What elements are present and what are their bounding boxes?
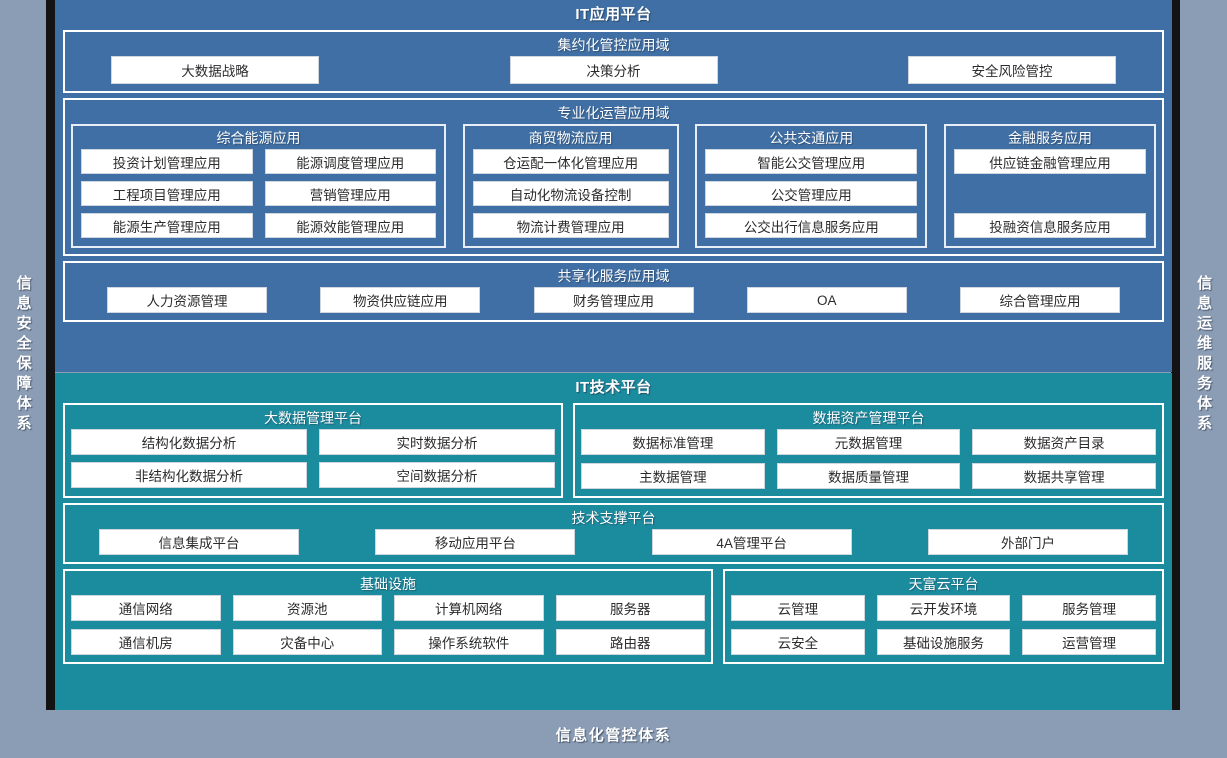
- chip-metadata-management[interactable]: 元数据管理: [776, 429, 961, 455]
- panel-big-data-title: 大数据管理平台: [264, 410, 362, 426]
- subpanel-integrated-energy: 综合能源应用 投资计划管理应用 能源调度管理应用 工程项目管理应用 营销管理应用…: [71, 124, 446, 248]
- chip-investment-plan-management[interactable]: 投资计划管理应用: [81, 149, 253, 174]
- subpanel-energy-title: 综合能源应用: [216, 130, 301, 146]
- chip-bus-management[interactable]: 公交管理应用: [705, 181, 918, 206]
- panel-infrastructure: 基础设施 通信网络 资源池 计算机网络 服务器 通信机房 灾备中心 操作系统软件…: [63, 569, 713, 664]
- chip-spatial-data-analysis[interactable]: 空间数据分析: [319, 462, 555, 488]
- subpanel-trade-logistics: 商贸物流应用 仓运配一体化管理应用 自动化物流设备控制 物流计费管理应用: [462, 124, 679, 248]
- subpanel-trade-title: 商贸物流应用: [528, 130, 613, 146]
- chip-resource-pool[interactable]: 资源池: [232, 595, 382, 621]
- chip-realtime-data-analysis[interactable]: 实时数据分析: [319, 429, 555, 455]
- panel-big-data-management-platform: 大数据管理平台 结构化数据分析 实时数据分析 非结构化数据分析 空间数据分析: [63, 403, 563, 498]
- chip-data-standard-management[interactable]: 数据标准管理: [581, 429, 765, 455]
- chip-computer-network[interactable]: 计算机网络: [394, 595, 544, 621]
- band-professional-title: 专业化运营应用域: [557, 105, 670, 121]
- chip-energy-production-management[interactable]: 能源生产管理应用: [81, 213, 253, 238]
- chip-engineering-project-management[interactable]: 工程项目管理应用: [81, 181, 253, 206]
- it-application-platform: IT应用平台 集约化管控应用域 大数据战略 决策分析 安全风险管控 专业化运营应…: [55, 0, 1172, 372]
- panel-data-asset-title: 数据资产管理平台: [812, 410, 925, 426]
- it-technology-platform: IT技术平台 大数据管理平台 结构化数据分析 实时数据分析 非结构化数据分析 空…: [55, 373, 1172, 710]
- chip-investment-financing-information-service[interactable]: 投融资信息服务应用: [953, 213, 1146, 238]
- app-chip-security-risk-control[interactable]: 安全风险管控: [908, 56, 1116, 84]
- chip-logistics-billing-management[interactable]: 物流计费管理应用: [472, 213, 669, 238]
- bottom-bar-label: 信息化管控体系: [555, 727, 672, 744]
- chip-data-sharing-management[interactable]: 数据共享管理: [972, 463, 1156, 489]
- chip-infrastructure-service[interactable]: 基础设施服务: [876, 629, 1011, 655]
- chip-marketing-management[interactable]: 营销管理应用: [264, 181, 436, 206]
- subpanel-financial-services: 金融服务应用 供应链金融管理应用 投融资信息服务应用: [943, 124, 1156, 248]
- chip-operating-system-software[interactable]: 操作系统软件: [394, 629, 544, 655]
- chip-cloud-management[interactable]: 云管理: [731, 595, 865, 621]
- chip-service-management[interactable]: 服务管理: [1022, 595, 1156, 621]
- panel-infrastructure-title: 基础设施: [360, 576, 416, 592]
- chip-communication-network[interactable]: 通信网络: [71, 595, 221, 621]
- chip-cloud-security[interactable]: 云安全: [731, 629, 865, 655]
- left-gutter: [0, 0, 55, 710]
- panel-data-asset-management-platform: 数据资产管理平台 数据标准管理 元数据管理 数据资产目录 主数据管理 数据质量管…: [573, 403, 1164, 498]
- chip-supply-chain-finance-management[interactable]: 供应链金融管理应用: [953, 149, 1146, 174]
- chip-communication-room[interactable]: 通信机房: [71, 629, 221, 655]
- chip-oa[interactable]: OA: [746, 287, 907, 313]
- right-rail-it-operations: 信息运维服务体系: [1180, 0, 1227, 710]
- chip-financial-management[interactable]: 财务管理应用: [533, 287, 694, 313]
- subpanel-finance-title: 金融服务应用: [1007, 130, 1092, 146]
- chip-bus-travel-information-service[interactable]: 公交出行信息服务应用: [705, 213, 918, 238]
- band-intensive-title: 集约化管控应用域: [557, 37, 670, 53]
- chip-slot-empty: [954, 181, 1146, 206]
- chip-human-resources-management[interactable]: 人力资源管理: [107, 287, 267, 313]
- chip-mobile-application-platform[interactable]: 移动应用平台: [375, 529, 576, 555]
- chip-energy-dispatch-management[interactable]: 能源调度管理应用: [264, 149, 436, 174]
- chip-information-integration-platform[interactable]: 信息集成平台: [99, 529, 299, 555]
- panel-cloud-title: 天富云平台: [908, 576, 979, 592]
- right-rail-label: 信息运维服务体系: [1195, 275, 1213, 435]
- chip-comprehensive-management[interactable]: 综合管理应用: [960, 287, 1120, 313]
- chip-automated-logistics-equipment-control[interactable]: 自动化物流设备控制: [472, 181, 669, 206]
- subpanel-transit-title: 公共交通应用: [769, 130, 854, 146]
- left-rail-label: 信息安全保障体系: [14, 275, 32, 435]
- app-chip-decision-analysis[interactable]: 决策分析: [509, 56, 718, 84]
- panel-technology-support-platform: 技术支撑平台 信息集成平台 移动应用平台 4A管理平台 外部门户: [63, 503, 1164, 564]
- chip-operations-management[interactable]: 运营管理: [1022, 629, 1156, 655]
- application-platform-title: IT应用平台: [575, 6, 652, 23]
- chip-4a-management-platform[interactable]: 4A管理平台: [651, 529, 852, 555]
- chip-server[interactable]: 服务器: [555, 595, 705, 621]
- chip-unstructured-data-analysis[interactable]: 非结构化数据分析: [71, 462, 307, 488]
- band-intensive-management-domain: 集约化管控应用域 大数据战略 决策分析 安全风险管控: [63, 30, 1164, 93]
- chip-structured-data-analysis[interactable]: 结构化数据分析: [71, 429, 307, 455]
- right-divider: [1171, 0, 1180, 710]
- chip-material-supply-chain[interactable]: 物资供应链应用: [320, 287, 481, 313]
- chip-master-data-management[interactable]: 主数据管理: [581, 463, 765, 489]
- subpanel-public-transit: 公共交通应用 智能公交管理应用 公交管理应用 公交出行信息服务应用: [695, 124, 928, 248]
- band-shared-title: 共享化服务应用域: [557, 268, 670, 284]
- left-divider: [46, 0, 55, 710]
- left-rail-information-security: 信息安全保障体系: [0, 0, 46, 710]
- band-professional-operations-domain: 专业化运营应用域 综合能源应用 投资计划管理应用 能源调度管理应用 工程项目管理…: [63, 98, 1164, 256]
- chip-energy-efficiency-management[interactable]: 能源效能管理应用: [264, 213, 436, 238]
- chip-data-asset-catalog[interactable]: 数据资产目录: [972, 429, 1156, 455]
- panel-tianfu-cloud-platform: 天富云平台 云管理 云开发环境 服务管理 云安全 基础设施服务 运营管理: [723, 569, 1164, 664]
- panel-support-title: 技术支撑平台: [571, 510, 656, 526]
- chip-smart-bus-management[interactable]: 智能公交管理应用: [705, 149, 918, 174]
- chip-external-portal[interactable]: 外部门户: [927, 529, 1128, 555]
- band-shared-services-domain: 共享化服务应用域 人力资源管理 物资供应链应用 财务管理应用 OA 综合管理应用: [63, 261, 1164, 322]
- bottom-bar-informatization-governance: 信息化管控体系: [0, 711, 1227, 758]
- chip-disaster-recovery-center[interactable]: 灾备中心: [232, 629, 382, 655]
- technology-platform-title: IT技术平台: [575, 379, 652, 396]
- chip-integrated-warehouse-transport[interactable]: 仓运配一体化管理应用: [472, 149, 669, 174]
- chip-data-quality-management[interactable]: 数据质量管理: [776, 463, 961, 489]
- chip-router[interactable]: 路由器: [555, 629, 705, 655]
- chip-cloud-development-environment[interactable]: 云开发环境: [876, 595, 1011, 621]
- app-chip-big-data-strategy[interactable]: 大数据战略: [111, 56, 319, 84]
